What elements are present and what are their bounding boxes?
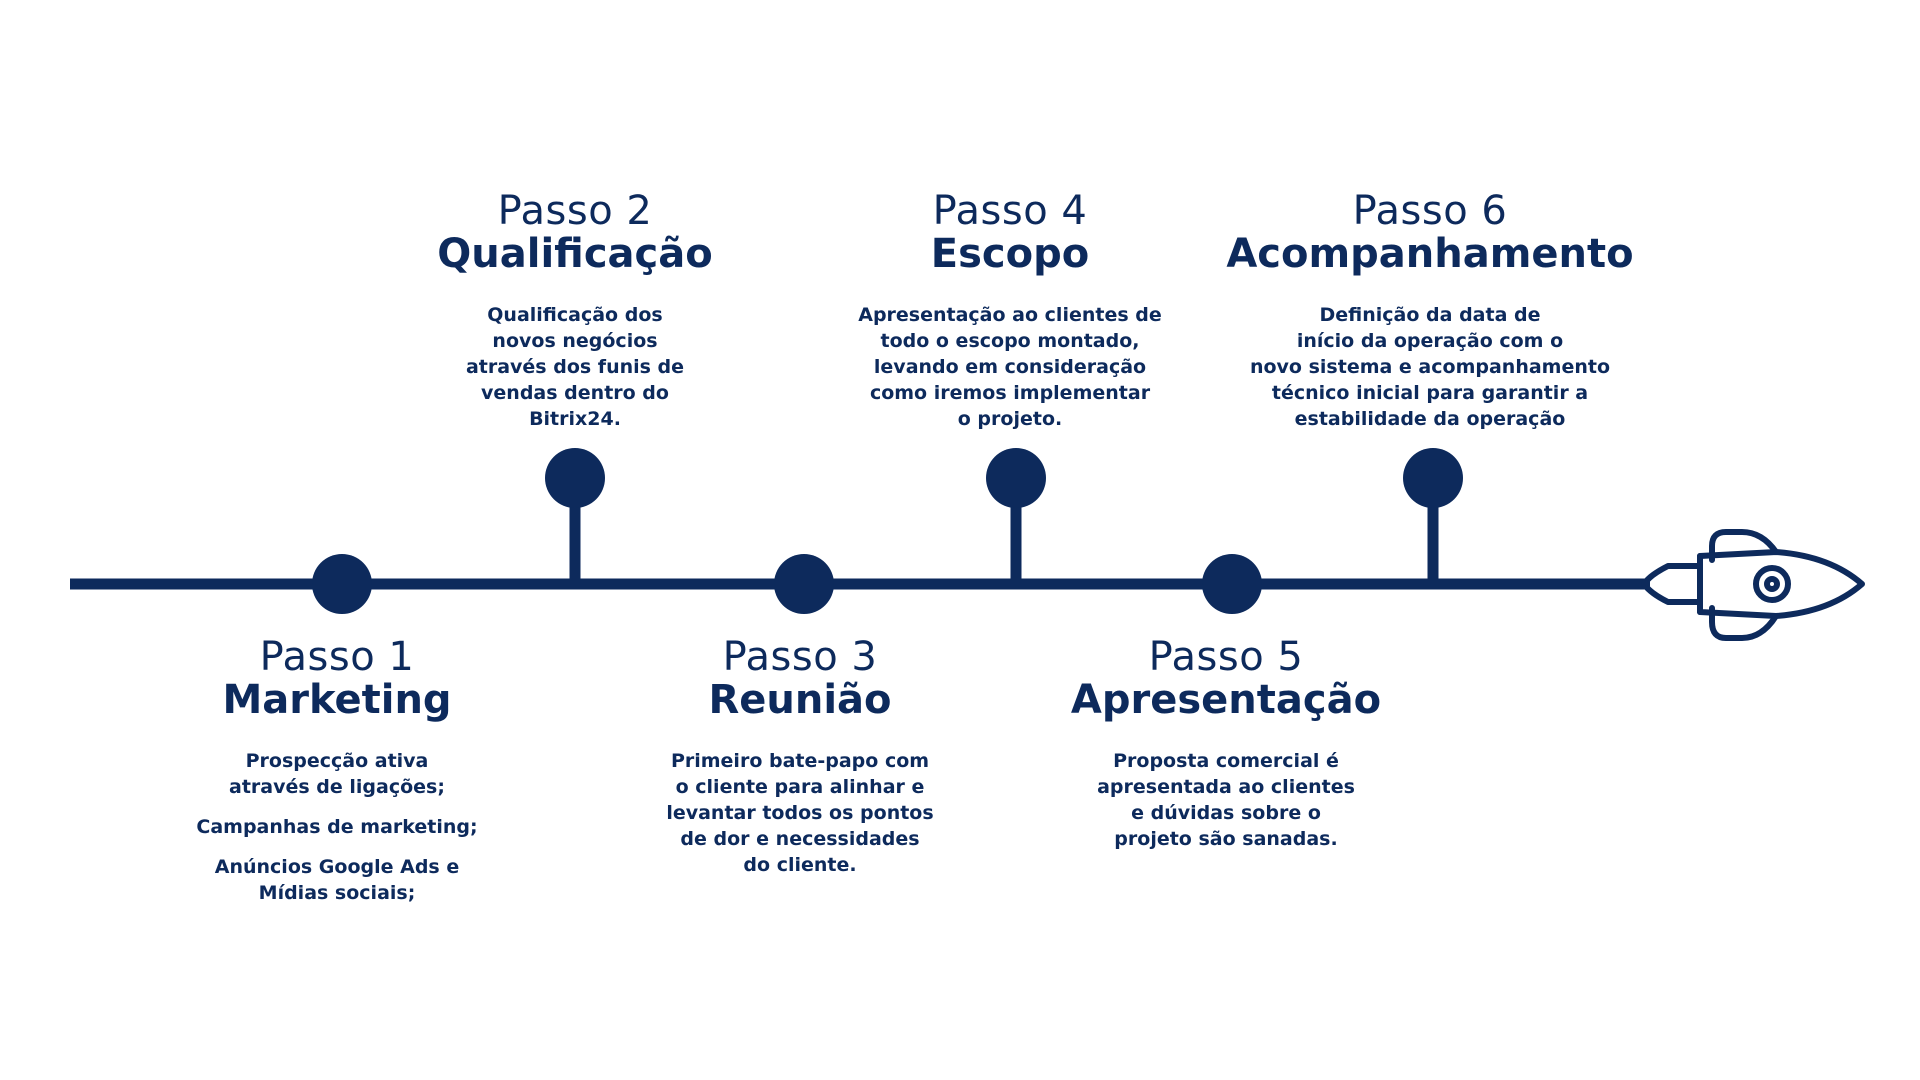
step-1-description: Prospecção ativa através de ligações; Ca…: [117, 748, 557, 906]
step-3-number: Passo 3: [722, 634, 878, 680]
step-1-dot: [312, 554, 372, 614]
step-4: Passo 4 Escopo Apresentação ao clientes …: [790, 190, 1230, 432]
step-5: Passo 5 Apresentação Proposta comercial …: [1006, 636, 1446, 852]
step-4-dot: [986, 448, 1046, 508]
step-5-description: Proposta comercial é apresentada ao clie…: [1006, 748, 1446, 852]
step-2-description: Qualificação dos novos negócios através …: [355, 302, 795, 432]
step-2: Passo 2 Qualificação Qualificação dos no…: [355, 190, 795, 432]
step-5-paragraph: Proposta comercial é apresentada ao clie…: [1097, 750, 1355, 850]
step-5-number: Passo 5: [1148, 634, 1304, 680]
step-2-paragraph: Qualificação dos novos negócios através …: [465, 304, 685, 430]
step-1: Passo 1 Marketing Prospecção ativa atrav…: [117, 636, 557, 906]
step-2-title: Qualificação: [437, 231, 713, 277]
step-6-title: Acompanhamento: [1226, 231, 1634, 277]
step-1-paragraph: Prospecção ativa através de ligações;: [229, 750, 445, 798]
step-6-description: Definição da data de início da operação …: [1210, 302, 1650, 432]
step-6: Passo 6 Acompanhamento Definição da data…: [1210, 190, 1650, 432]
step-3-title: Reunião: [708, 677, 892, 723]
step-5-dot: [1202, 554, 1262, 614]
step-3-paragraph: Primeiro bate-papo com o cliente para al…: [666, 750, 934, 876]
step-6-number: Passo 6: [1352, 188, 1508, 234]
step-6-paragraph: Definição da data de início da operação …: [1249, 304, 1611, 430]
step-4-description: Apresentação ao clientes de todo o escop…: [790, 302, 1230, 432]
step-4-title: Escopo: [930, 231, 1090, 277]
step-2-dot: [545, 448, 605, 508]
step-4-paragraph: Apresentação ao clientes de todo o escop…: [858, 304, 1162, 430]
step-1-paragraph: Anúncios Google Ads e Mídias sociais;: [214, 856, 460, 904]
rocket-icon: [1641, 529, 1865, 641]
step-1-number: Passo 1: [259, 634, 415, 680]
step-2-number: Passo 2: [497, 188, 653, 234]
step-1-title: Marketing: [222, 677, 452, 723]
step-3: Passo 3 Reunião Primeiro bate-papo com o…: [580, 636, 1020, 878]
step-6-dot: [1403, 448, 1463, 508]
step-4-number: Passo 4: [932, 188, 1088, 234]
step-5-title: Apresentação: [1070, 677, 1382, 723]
step-3-dot: [774, 554, 834, 614]
step-3-description: Primeiro bate-papo com o cliente para al…: [580, 748, 1020, 878]
step-1-paragraph: Campanhas de marketing;: [196, 816, 478, 838]
